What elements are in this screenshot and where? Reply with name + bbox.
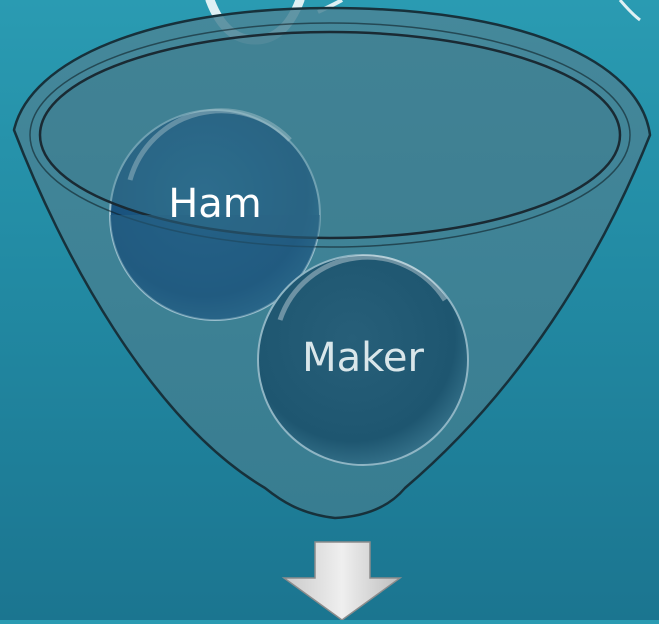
ham-label: Ham: [168, 181, 262, 227]
funnel-mouth: [38, 30, 622, 240]
maker-circle: [257, 254, 469, 466]
maker-label: Maker: [302, 335, 424, 381]
arrow-down-icon: [281, 541, 403, 621]
